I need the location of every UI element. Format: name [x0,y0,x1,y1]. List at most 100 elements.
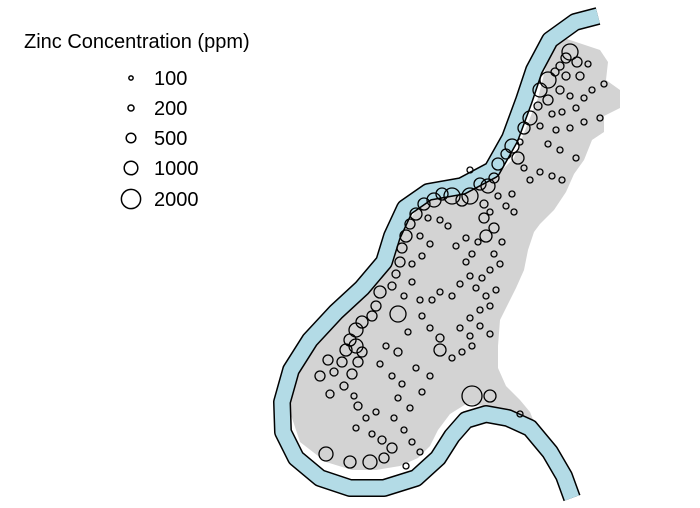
legend-symbol-500 [125,132,137,144]
sample-point [356,346,368,358]
legend-label-500: 500 [154,128,187,150]
sample-point [404,218,416,230]
sample-point [496,260,504,268]
sample-point [600,80,608,88]
sample-point [416,296,424,304]
sample-point [498,238,506,246]
sample-point [346,368,358,380]
sample-point [314,370,326,382]
sample-point [555,61,565,71]
sample-point [362,454,378,470]
sample-point [435,333,445,343]
sample-point [480,178,496,194]
sample-point [486,330,494,338]
legend-symbol-2000 [120,188,142,210]
sample-point [584,60,592,68]
sample-point [491,157,505,171]
sample-point [452,242,460,250]
sample-point [466,314,474,322]
sample-point [348,338,364,354]
sample-point [580,94,588,102]
sample-point [466,166,474,174]
sample-point [508,190,516,198]
sample-point [462,258,470,266]
sample-point [396,242,408,254]
sample-point [458,348,466,356]
sample-point [404,328,412,336]
sample-point [318,446,334,462]
sample-point [522,110,538,126]
sample-point [483,389,497,403]
sample-point [504,138,520,154]
sample-point [353,401,363,411]
sample-point [339,343,353,357]
sample-point [378,452,390,464]
sample-point [462,234,470,242]
sample-point [482,292,490,300]
sample-point [466,332,474,340]
sample-point [433,343,447,357]
sample-point [372,408,380,416]
sample-point [517,121,531,135]
sample-point [368,430,376,438]
sample-point [532,82,548,98]
sample-point [329,367,339,377]
sample-point [556,146,564,154]
sample-point [382,342,390,350]
sample-point [426,324,434,332]
sample-point [544,140,552,148]
sample-point [426,192,442,208]
legend-symbol-1000 [123,160,139,176]
sample-point [596,114,604,122]
sample-point [561,71,571,81]
sample-point [536,168,544,176]
sample-point [352,424,360,432]
sample-point [325,389,335,399]
sample-point [394,394,402,402]
sample-point [409,207,423,221]
sample-point [402,462,410,470]
sample-point [436,288,444,296]
legend-symbol-100 [128,75,134,81]
sample-point [336,356,348,368]
sample-point [352,356,364,368]
sample-point [500,148,512,160]
sample-point [386,442,398,454]
sample-point [492,286,500,294]
sample-point [428,296,436,304]
sample-point [418,312,426,320]
sample-point [473,177,487,191]
sample-point [456,324,464,332]
sample-point [478,274,486,282]
sample-point [486,208,494,216]
sample-point [408,438,416,446]
sample-point [443,187,461,205]
sample-point [350,392,358,400]
sample-point [555,85,565,95]
sample-point [456,280,464,288]
sample-point [580,118,588,126]
sample-point [455,193,469,207]
sample-point [416,448,424,456]
sample-point [436,216,444,224]
sample-point [426,240,434,248]
sample-point [479,199,489,209]
sample-point [520,164,528,172]
sample-point [387,281,397,291]
sample-point [424,214,432,222]
sample-point [435,187,449,201]
sample-point [376,360,384,368]
sample-point [377,435,387,445]
river [274,8,600,501]
sample-point [542,94,554,106]
legend-label-2000: 2000 [154,189,199,211]
sample-point [566,124,574,132]
sample-point [388,372,396,380]
sample-point [408,260,416,268]
sample-point [516,410,524,418]
sample-point [566,92,574,100]
sample-point [400,292,408,300]
sample-point [394,256,406,268]
